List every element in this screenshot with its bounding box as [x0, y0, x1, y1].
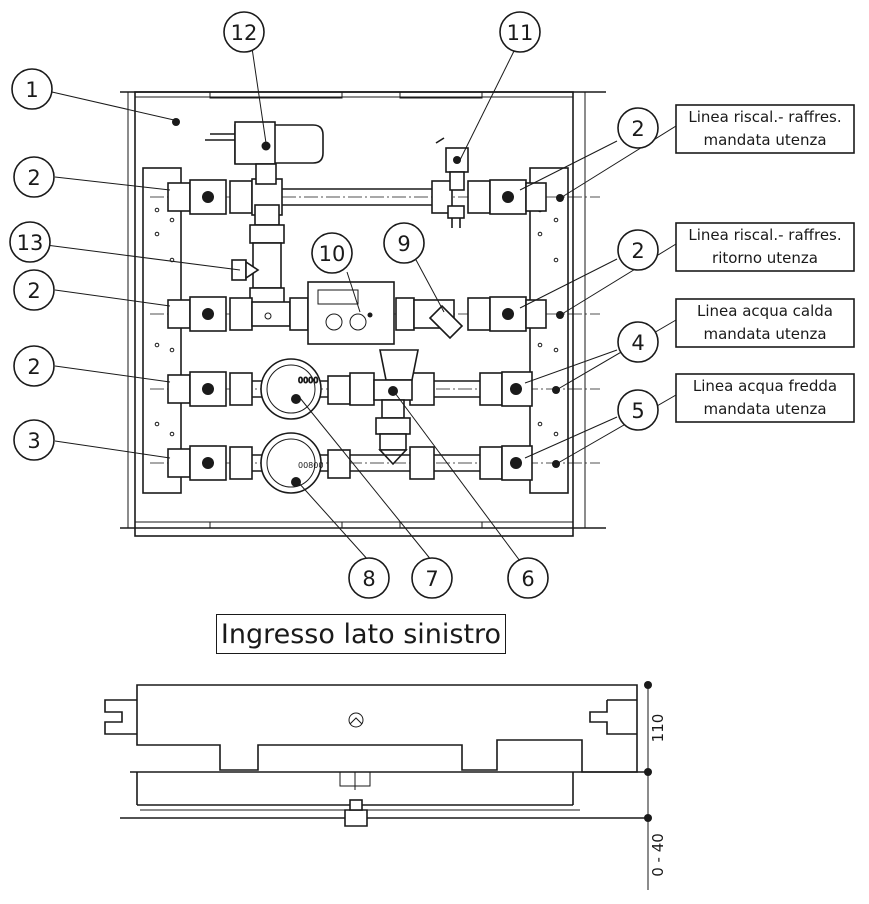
svg-text:Linea riscal.- raffres.: Linea riscal.- raffres.	[688, 108, 841, 126]
callout-5: 5	[617, 389, 659, 431]
callout-13: 13	[9, 221, 51, 263]
svg-text:7: 7	[425, 567, 438, 591]
svg-text:4: 4	[631, 331, 644, 355]
callout-2b: 2	[13, 269, 55, 311]
svg-text:2: 2	[631, 239, 644, 263]
callout-2d: 2	[617, 107, 659, 149]
svg-text:Linea acqua calda: Linea acqua calda	[697, 302, 833, 320]
hot-meter-reading: 0000	[298, 376, 318, 385]
callout-2a: 2	[13, 156, 55, 198]
zone-valve-actuator	[205, 121, 324, 318]
left-bracket	[142, 167, 182, 494]
pipe-row-3	[167, 371, 560, 407]
callout-2e: 2	[617, 229, 659, 271]
heat-meter	[307, 281, 395, 345]
callout-8: 8	[348, 557, 390, 599]
svg-text:2: 2	[631, 117, 644, 141]
callout-11: 11	[499, 11, 541, 53]
cabinet-screw	[172, 118, 180, 126]
svg-text:mandata utenza: mandata utenza	[703, 400, 826, 418]
pipe-row-2	[167, 296, 564, 340]
callout-4: 4	[617, 321, 659, 363]
svg-text:12: 12	[231, 21, 258, 45]
dimension-upper: 110	[649, 714, 667, 743]
label-line-1: Linea riscal.- raffres. mandata utenza	[675, 104, 855, 154]
callout-3: 3	[13, 419, 55, 461]
side-view	[104, 684, 648, 827]
svg-text:mandata utenza: mandata utenza	[703, 325, 826, 343]
dimension-line: 110 0 - 40	[644, 681, 667, 890]
callout-6: 6	[507, 557, 549, 599]
right-bracket	[529, 167, 569, 494]
svg-text:Linea acqua fredda: Linea acqua fredda	[693, 377, 837, 395]
pipe-row-1	[167, 178, 564, 216]
mixing-tee	[373, 349, 419, 466]
leader-lines	[45, 46, 677, 562]
pipe-row-4	[167, 445, 560, 481]
svg-text:mandata utenza: mandata utenza	[703, 131, 826, 149]
svg-text:2: 2	[27, 279, 40, 303]
svg-text:11: 11	[507, 21, 534, 45]
svg-text:1: 1	[25, 78, 38, 102]
label-line-3: Linea acqua calda mandata utenza	[675, 298, 855, 348]
callout-7: 7	[411, 557, 453, 599]
svg-text:ritorno utenza: ritorno utenza	[712, 249, 818, 267]
callout-10: 10	[311, 232, 353, 274]
svg-text:9: 9	[397, 232, 410, 256]
svg-text:5: 5	[631, 399, 644, 423]
svg-text:10: 10	[319, 242, 346, 266]
label-line-2: Linea riscal.- raffres. ritorno utenza	[675, 222, 855, 272]
view-caption: Ingresso lato sinistro	[216, 614, 506, 654]
callout-9: 9	[383, 222, 425, 264]
svg-text:8: 8	[362, 567, 375, 591]
svg-text:6: 6	[521, 567, 534, 591]
svg-text:13: 13	[17, 231, 44, 255]
callout-1: 1	[11, 68, 53, 110]
svg-text:2: 2	[27, 355, 40, 379]
cold-water-meter: 00800	[260, 432, 323, 494]
callout-12: 12	[223, 11, 265, 53]
svg-text:3: 3	[27, 429, 40, 453]
callout-2c: 2	[13, 345, 55, 387]
bypass-valve	[231, 259, 260, 281]
label-line-4: Linea acqua fredda mandata utenza	[675, 373, 855, 423]
hot-water-meter: 0000	[260, 358, 322, 420]
svg-text:2: 2	[27, 166, 40, 190]
cabinet-frame	[120, 91, 606, 537]
cold-meter-reading: 00800	[298, 461, 323, 470]
dimension-lower: 0 - 40	[649, 833, 667, 877]
svg-text:Linea riscal.- raffres.: Linea riscal.- raffres.	[688, 226, 841, 244]
